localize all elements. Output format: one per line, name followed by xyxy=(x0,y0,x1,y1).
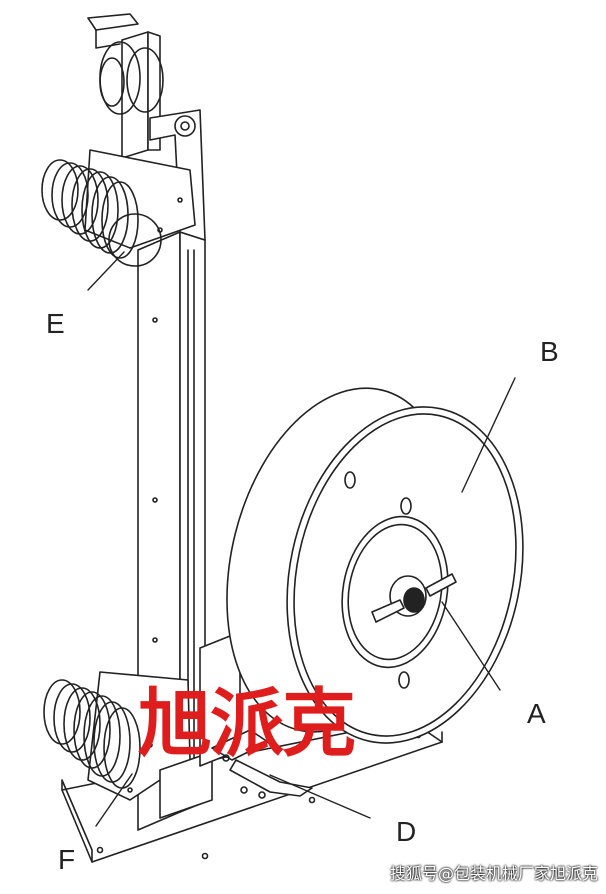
source-credit: 搜狐号@包装机械厂家旭派克 xyxy=(389,864,598,883)
label-b: B xyxy=(540,336,559,367)
label-a: A xyxy=(527,698,546,729)
reel-hub xyxy=(371,573,457,623)
upper-guide-rollers xyxy=(41,149,196,267)
brake-lever xyxy=(199,631,313,799)
label-e: E xyxy=(46,308,65,339)
base-plate xyxy=(61,719,443,863)
label-d: D xyxy=(396,816,417,847)
leader-lines xyxy=(87,251,516,827)
label-f: F xyxy=(58,844,76,875)
watermark-text: 旭派克 xyxy=(138,681,356,767)
strap-reel xyxy=(226,387,524,744)
lower-guide-rollers xyxy=(43,671,213,819)
